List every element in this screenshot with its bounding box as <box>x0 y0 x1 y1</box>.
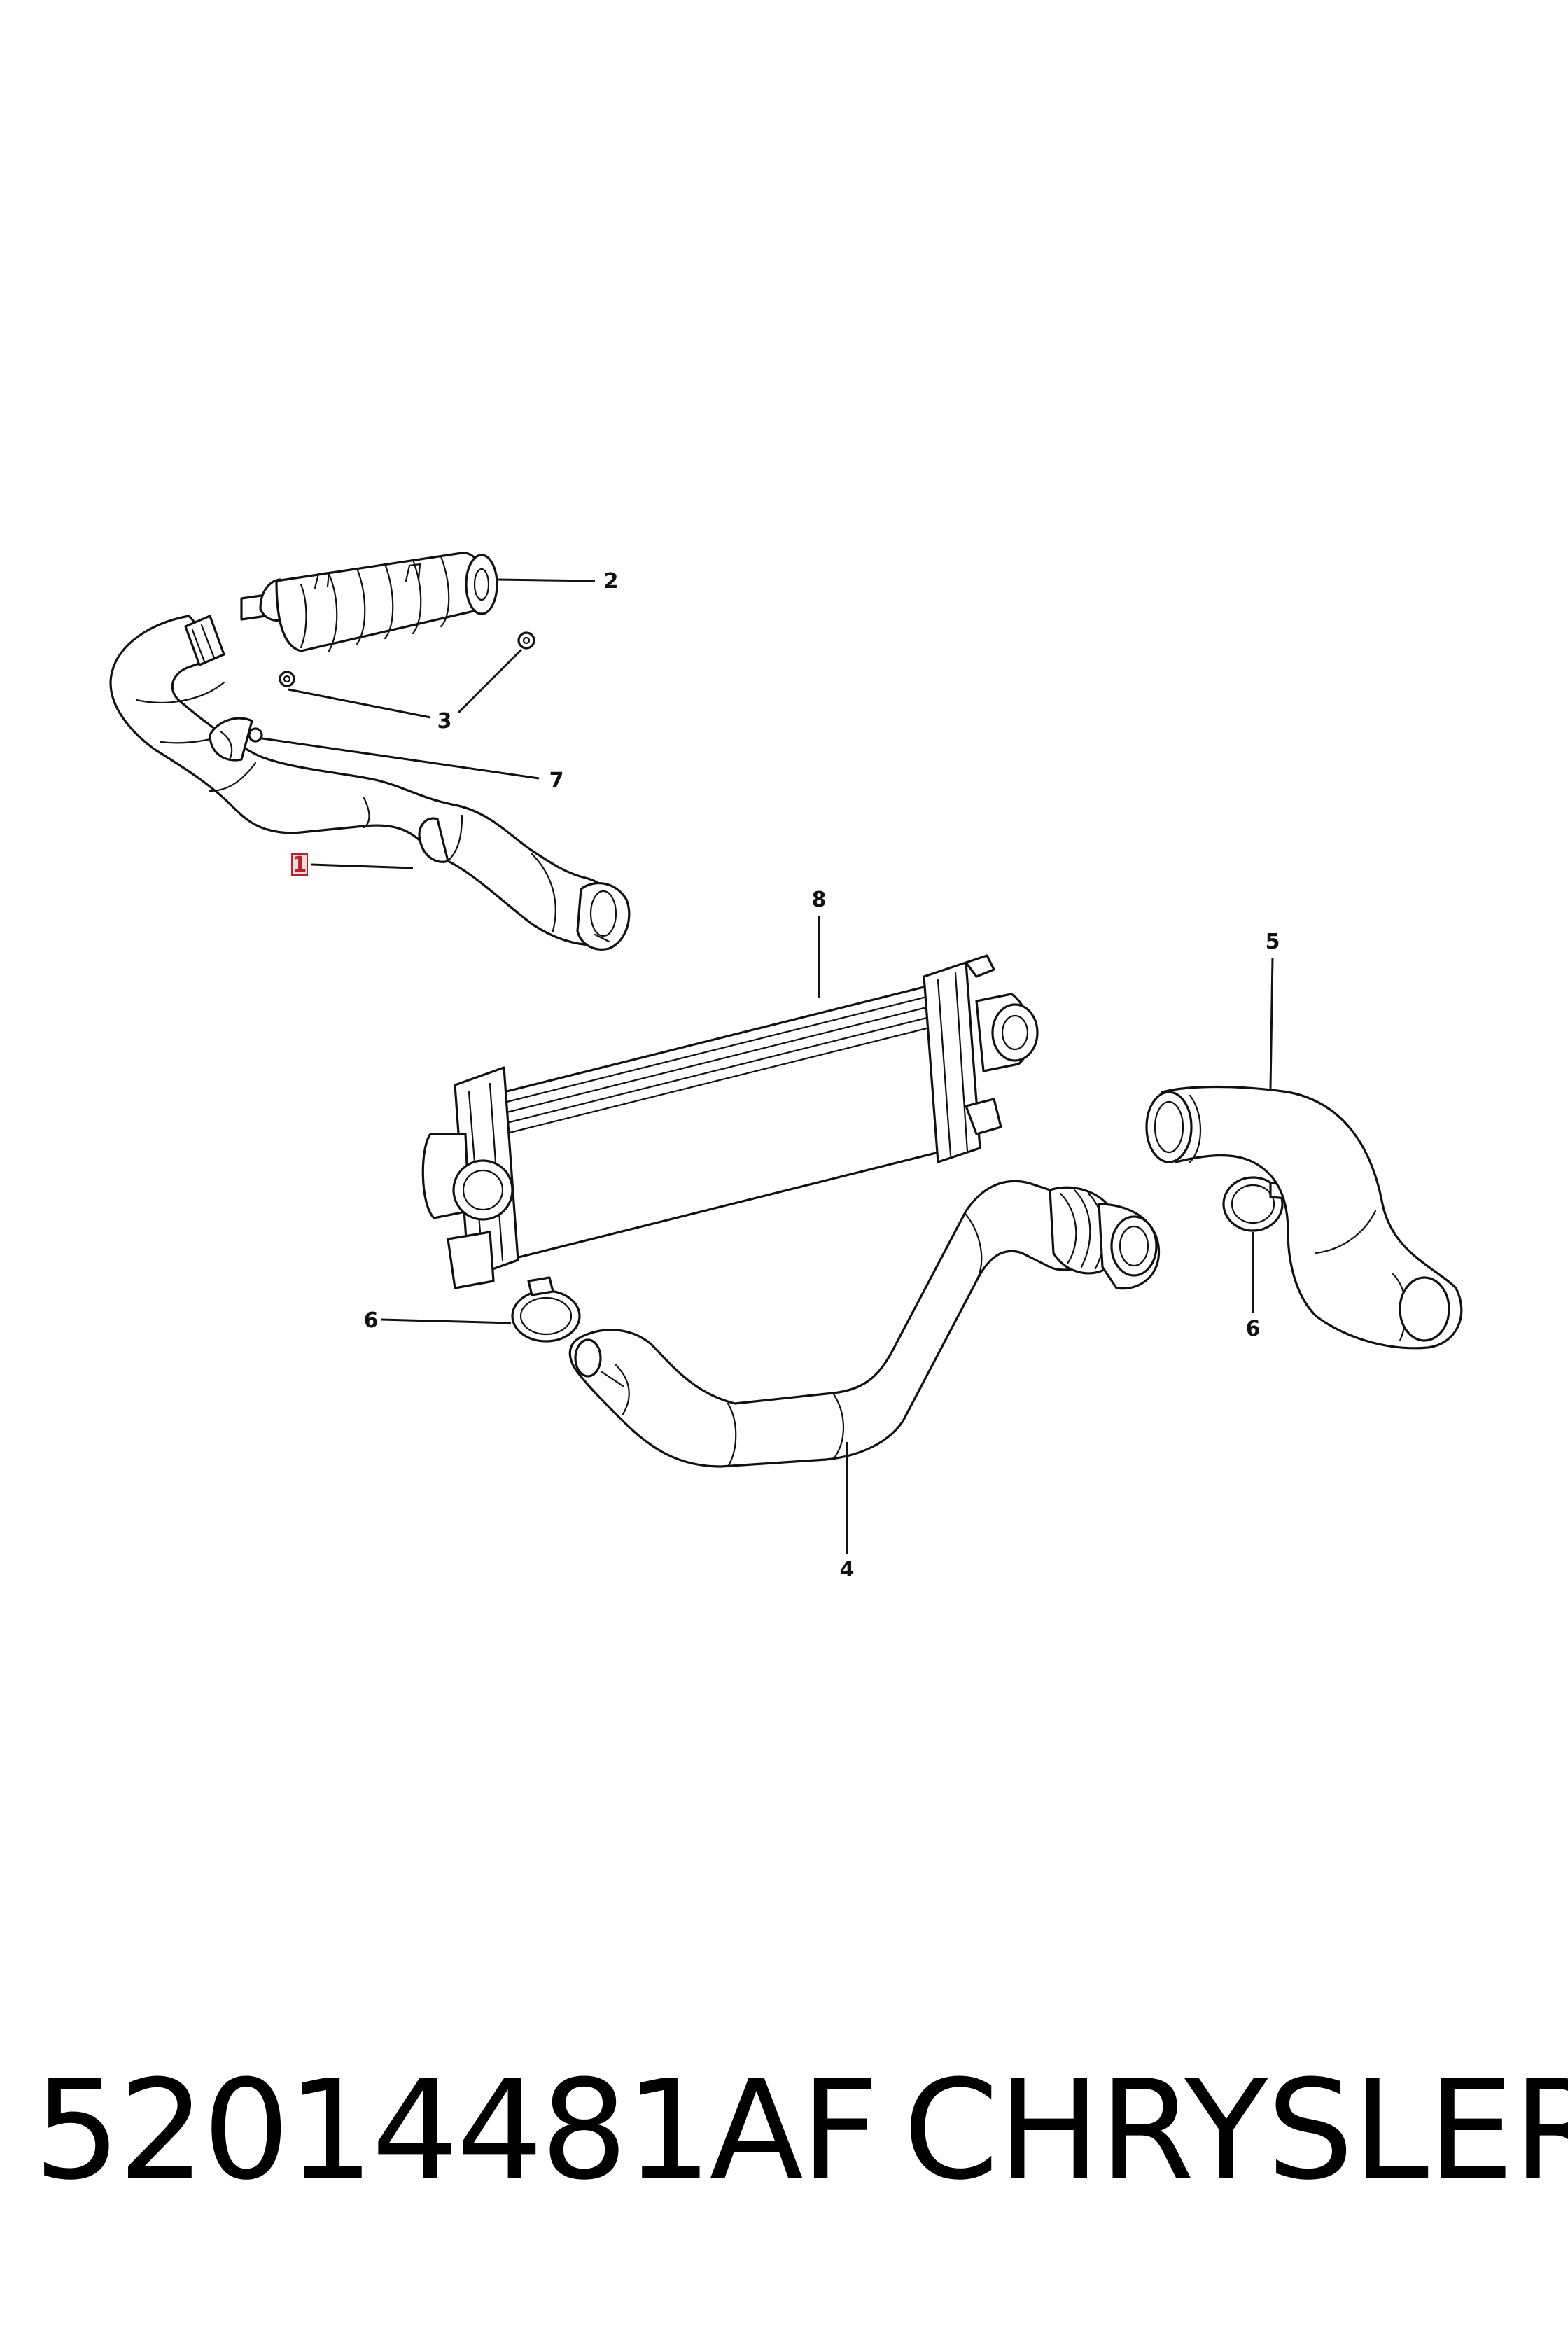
clamp-part-6-left <box>511 1276 581 1343</box>
clip-part-3-left <box>279 671 295 687</box>
resonator-part-2 <box>240 552 498 652</box>
leader-3-left <box>288 688 431 719</box>
callout-7: 7 <box>550 769 564 793</box>
callout-5: 5 <box>1266 930 1280 954</box>
leader-6-left <box>381 1318 512 1324</box>
leader-1 <box>311 863 414 869</box>
callout-8: 8 <box>812 888 827 912</box>
brand-name: CHRYSLER <box>903 2051 1568 2211</box>
callout-6-left: 6 <box>364 1308 379 1333</box>
leader-3-right <box>457 648 523 714</box>
part-number: 52014481AF <box>34 2051 879 2211</box>
charge-air-hose-part-1 <box>109 615 631 951</box>
leader-7 <box>262 737 540 780</box>
leader-5 <box>1269 957 1274 1089</box>
hose-part-5 <box>1145 1085 1463 1350</box>
callout-3: 3 <box>438 709 452 734</box>
intercooler-part-8 <box>421 954 1039 1289</box>
callout-6-right: 6 <box>1246 1317 1261 1341</box>
callout-1-highlight-box <box>291 853 308 876</box>
leader-2 <box>496 578 596 582</box>
bolt-part-7 <box>248 727 263 743</box>
callout-1: 1 <box>293 853 307 877</box>
lower-tube-part-4 <box>568 1180 1161 1468</box>
footer: 52014481AF CHRYSLER <box>0 2051 1568 2233</box>
callout-2: 2 <box>604 569 619 594</box>
clip-part-3-right <box>517 631 536 650</box>
callout-4: 4 <box>840 1558 855 1582</box>
